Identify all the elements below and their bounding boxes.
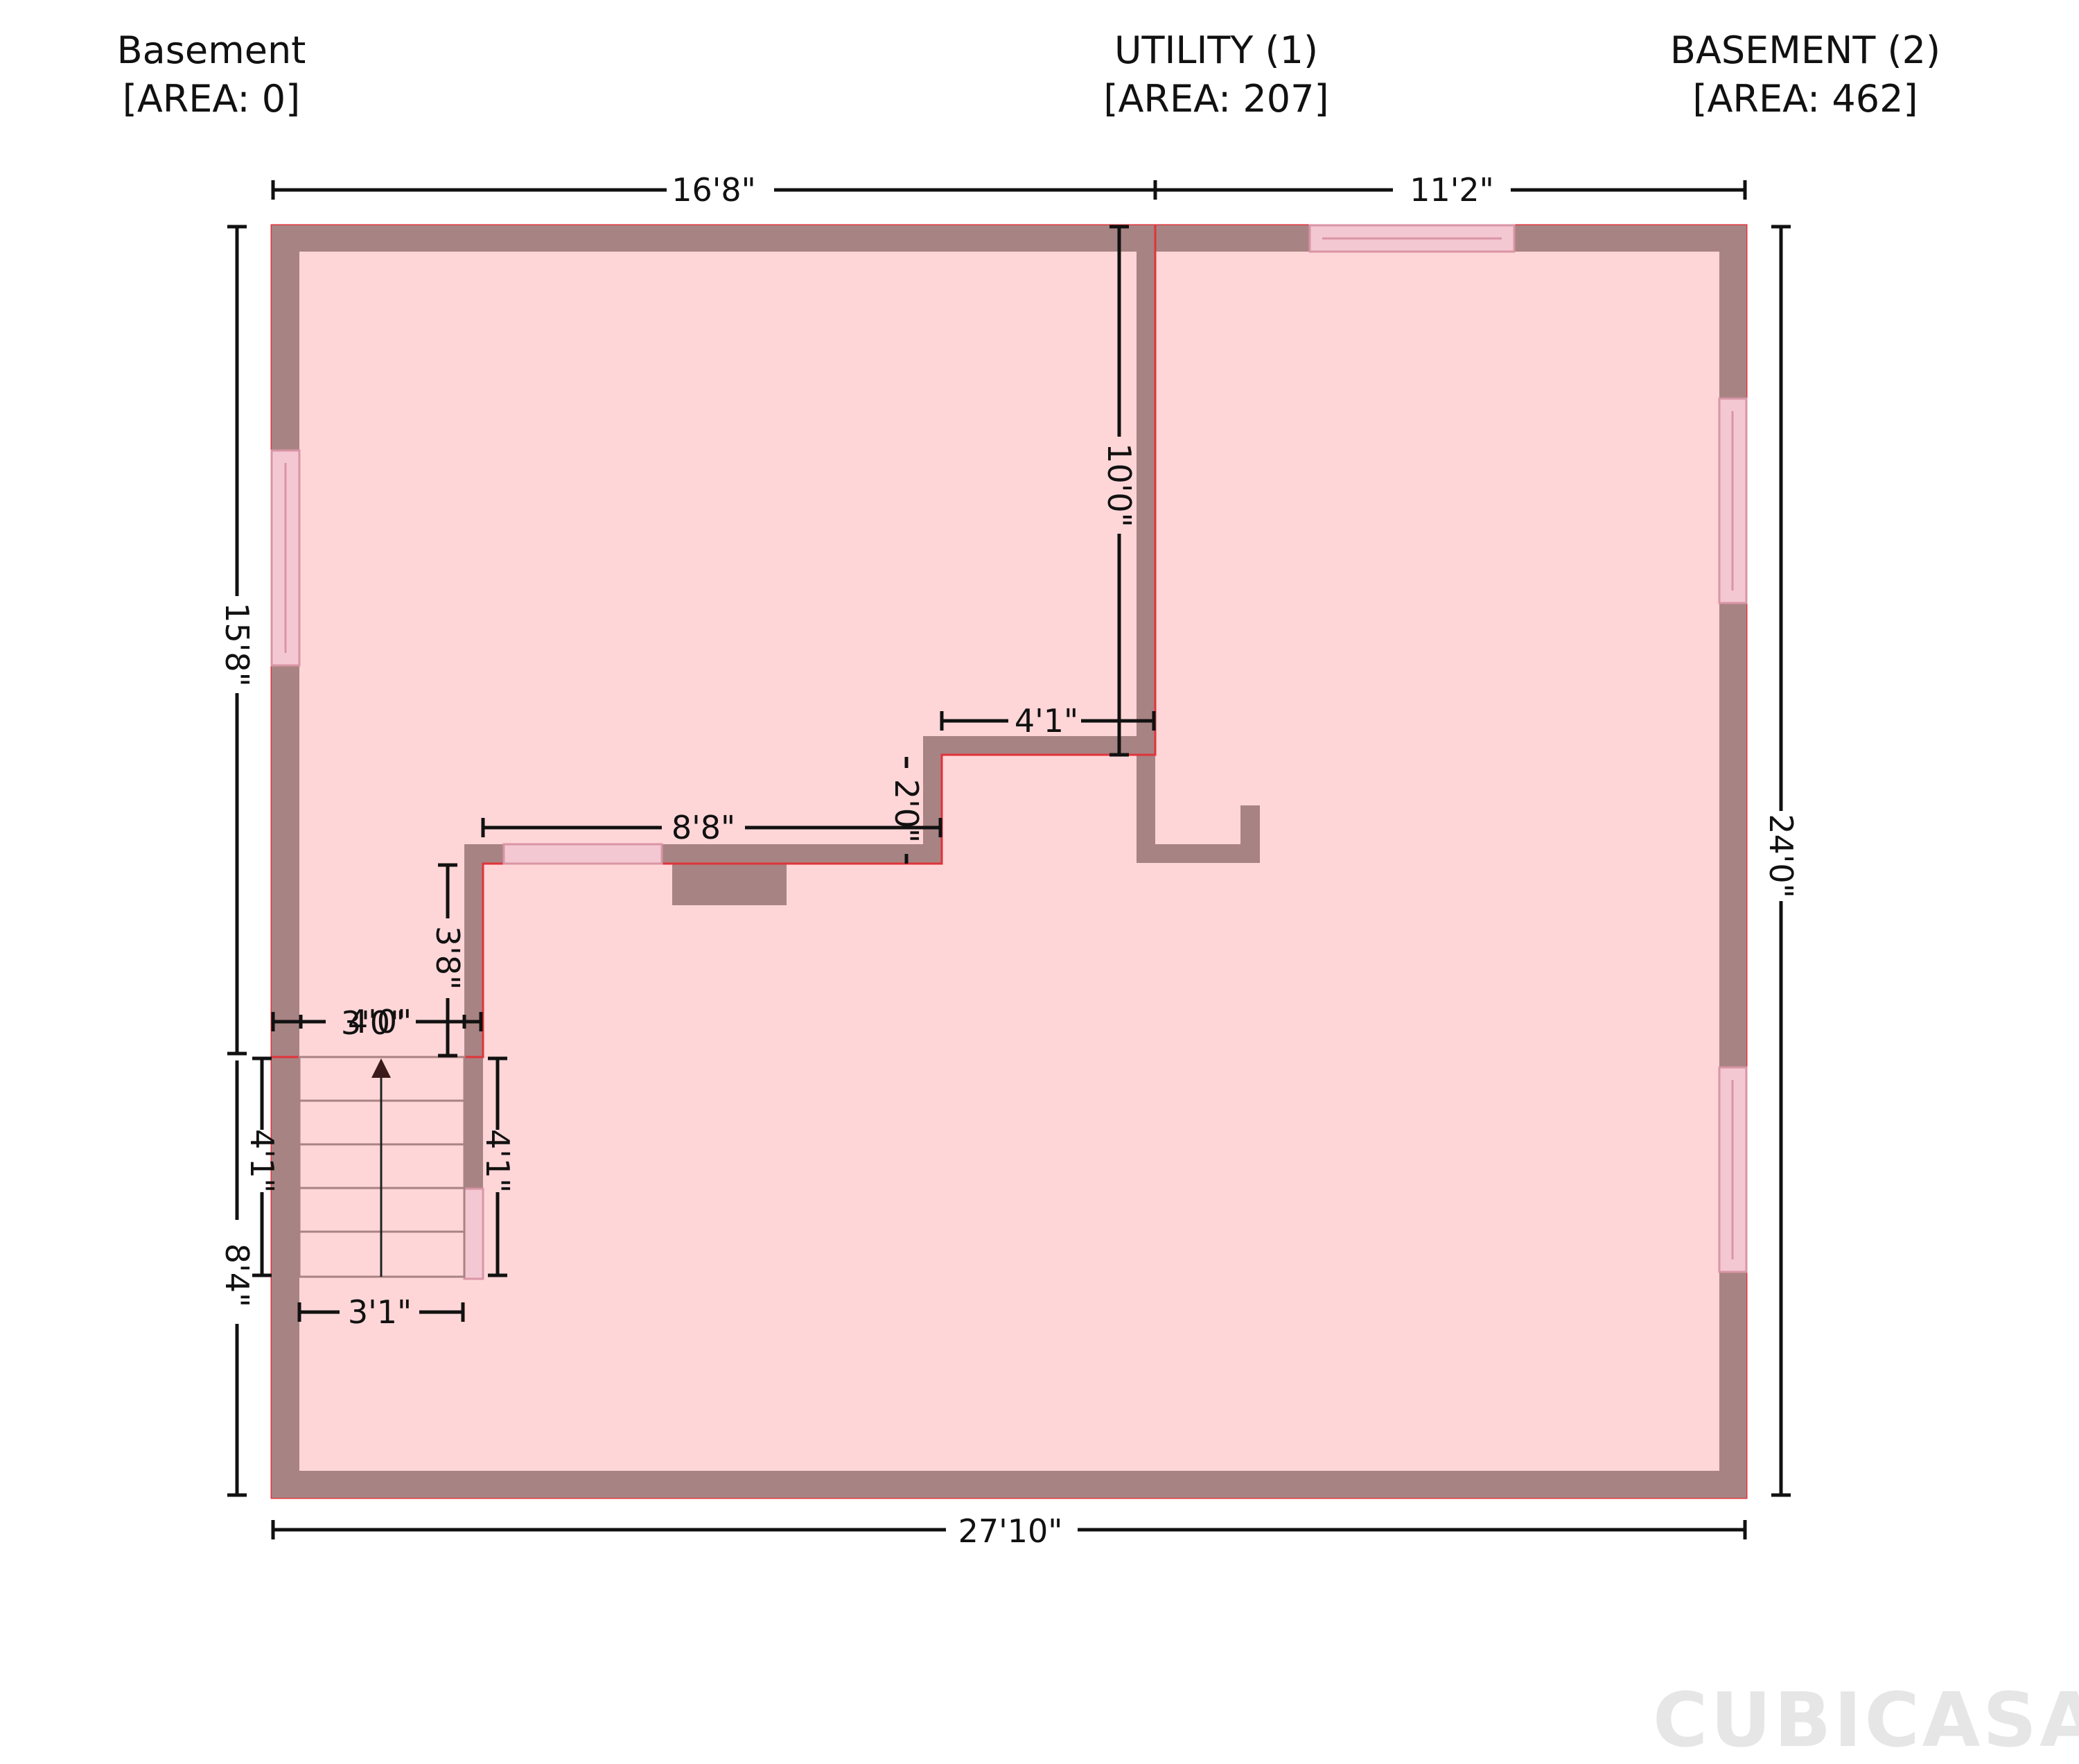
dimension-lines bbox=[227, 180, 1791, 1539]
staircase bbox=[298, 1056, 466, 1278]
room-area: [AREA: 462] bbox=[1692, 77, 1918, 121]
room-label-basement-2: BASEMENT (2) [AREA: 462] bbox=[1653, 26, 1958, 123]
room-outlines bbox=[272, 225, 1157, 1058]
room-area: [AREA: 207] bbox=[1103, 77, 1329, 121]
window bbox=[502, 843, 663, 865]
room-name: UTILITY (1) bbox=[1114, 28, 1319, 72]
room-label-utility: UTILITY (1) [AREA: 207] bbox=[1081, 26, 1351, 123]
window bbox=[463, 1187, 484, 1280]
dim-top-left: 16'8" bbox=[672, 171, 756, 209]
dim-stair-left: 4'1" bbox=[243, 1129, 281, 1193]
room-label-basement: Basement [AREA: 0] bbox=[76, 26, 346, 123]
dim-mid-wall: 8'8" bbox=[672, 809, 735, 846]
dim-left-upper: 15'8" bbox=[218, 602, 256, 687]
dim-left-lower: 8'4" bbox=[218, 1243, 256, 1307]
room-area: [AREA: 0] bbox=[122, 77, 301, 121]
stair-direction-arrow bbox=[371, 1058, 391, 1078]
dim-stair-side: 3'8" bbox=[429, 926, 466, 990]
dim-step-vertical: 2'0" bbox=[888, 779, 925, 843]
dim-right: 24'0" bbox=[1762, 814, 1800, 898]
dim-stair-top-a: 4'0" bbox=[348, 1003, 412, 1040]
interior-walls bbox=[464, 225, 1260, 1189]
dim-bottom: 27'10" bbox=[958, 1512, 1063, 1550]
brand-logo: CUBICASA bbox=[1653, 1677, 2079, 1764]
dim-top-right: 11'2" bbox=[1410, 171, 1494, 209]
room-name: Basement bbox=[116, 28, 306, 72]
windows bbox=[270, 224, 1748, 1280]
dim-stair-right: 4'1" bbox=[479, 1129, 516, 1193]
room-name: BASEMENT (2) bbox=[1669, 28, 1941, 72]
dim-stair-width: 3'1" bbox=[348, 1293, 412, 1331]
dim-step-top: 4'1" bbox=[1015, 702, 1078, 740]
dim-stair-top-b: 3'0" bbox=[341, 1004, 405, 1042]
dim-utility-wall: 10'0" bbox=[1100, 443, 1138, 527]
